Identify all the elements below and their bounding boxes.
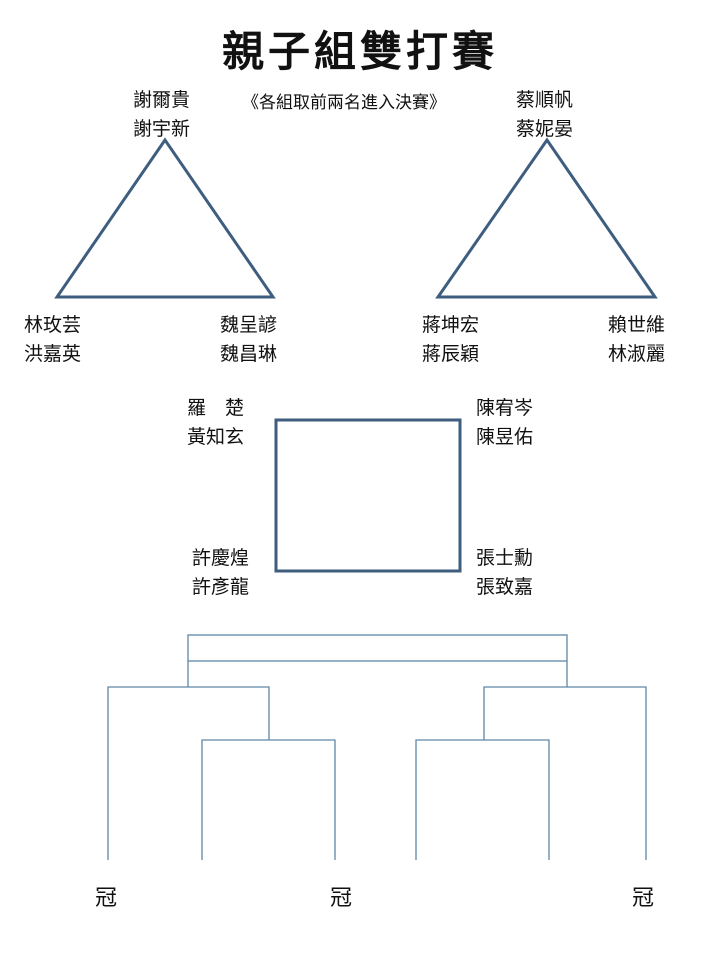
player-name: 謝爾貴 <box>133 89 191 111</box>
right-inner-match-bracket <box>415 739 550 860</box>
knockout-bracket <box>107 634 647 860</box>
group-shapes <box>54 137 658 573</box>
player-name: 蔡妮晏 <box>516 118 574 140</box>
champion-label-right: 冠 <box>632 886 655 911</box>
group-b-top-pair: 蔡順帆 蔡妮晏 <box>516 86 573 144</box>
group-a-top-pair: 謝爾貴 謝宇新 <box>133 86 190 144</box>
player-name: 黃知玄 <box>187 426 245 448</box>
champion-label-left: 冠 <box>95 886 118 911</box>
player-name: 許慶煌 <box>192 547 250 569</box>
player-name: 洪嘉英 <box>24 343 82 365</box>
group-c-top-left-pair: 羅 楚 黃知玄 <box>187 394 244 452</box>
player-name: 魏呈諺 <box>220 314 278 336</box>
player-name: 賴世維 <box>608 314 666 336</box>
right-semifinal-bracket <box>483 686 647 860</box>
player-name: 謝宇新 <box>133 118 191 140</box>
player-name: 羅 楚 <box>187 397 245 419</box>
left-inner-match-bracket <box>201 739 336 860</box>
group-a-right-pair: 魏呈諺 魏昌琳 <box>220 311 277 369</box>
player-name: 魏昌琳 <box>220 343 278 365</box>
player-name: 蔣坤宏 <box>422 314 480 336</box>
group-c-square <box>274 418 462 573</box>
player-name: 許彥龍 <box>192 576 250 598</box>
left-semifinal-bracket <box>107 686 270 860</box>
player-name: 蔣辰穎 <box>422 343 480 365</box>
group-b-triangle <box>435 137 658 299</box>
champion-label-center: 冠 <box>330 886 353 911</box>
player-name: 陳宥岑 <box>476 397 534 419</box>
group-b-left-pair: 蔣坤宏 蔣辰穎 <box>422 311 479 369</box>
player-name: 陳昱佑 <box>476 426 534 448</box>
player-name: 蔡順帆 <box>516 89 574 111</box>
group-b-right-pair: 賴世維 林淑麗 <box>608 311 665 369</box>
group-a-triangle <box>54 137 276 299</box>
final-bracket-box <box>187 634 568 662</box>
player-name: 張士勳 <box>476 547 534 569</box>
page-title: 親子組雙打賽 <box>221 27 498 76</box>
player-name: 林淑麗 <box>608 343 666 365</box>
player-name: 林玫芸 <box>24 314 82 336</box>
group-c-bottom-left-pair: 許慶煌 許彥龍 <box>192 544 249 602</box>
group-c-top-right-pair: 陳宥岑 陳昱佑 <box>476 394 533 452</box>
group-c-bottom-right-pair: 張士勳 張致嘉 <box>476 544 533 602</box>
player-name: 張致嘉 <box>476 576 534 598</box>
group-a-left-pair: 林玫芸 洪嘉英 <box>24 311 81 369</box>
qualification-note: 《各組取前兩名進入決賽》 <box>242 93 446 113</box>
